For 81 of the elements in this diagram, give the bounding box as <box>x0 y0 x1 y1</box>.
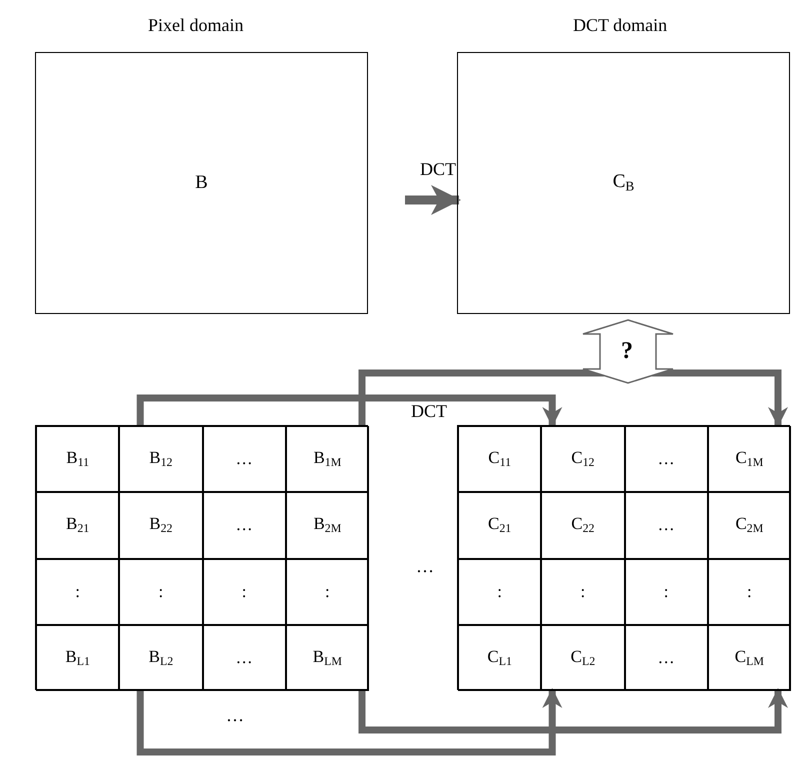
ellipsis-label: … <box>226 705 244 726</box>
block-label: C$_{L2}$ <box>570 646 596 669</box>
matrix-cell <box>708 492 791 558</box>
block-label: C$_{LM}$ <box>734 646 764 669</box>
block-label: … <box>658 515 675 536</box>
block-label: C$_{2M}$ <box>735 514 764 536</box>
matrix-cell <box>286 492 369 558</box>
block-label: B$_{L2}$ <box>148 646 174 669</box>
column-heading: Pixel domain <box>148 15 244 36</box>
block-label: B$_{12}$ <box>149 448 172 470</box>
block-label: C$_{12}$ <box>571 448 594 470</box>
block-label: C$_{22}$ <box>571 514 594 536</box>
block-box <box>457 52 790 314</box>
arrow <box>136 688 562 756</box>
matrix-cell <box>541 624 624 691</box>
block-label: … <box>658 648 675 668</box>
block-label: : <box>158 582 164 602</box>
block-label: … <box>236 648 253 668</box>
block-label: : <box>664 582 668 602</box>
block-label: B <box>195 172 208 194</box>
block-label: B$_{L1}$ <box>65 646 90 669</box>
matrix-cell <box>119 624 202 691</box>
matrix-cell <box>286 426 369 492</box>
matrix-cell <box>36 492 120 558</box>
matrix-cell <box>624 492 708 558</box>
matrix-cell <box>458 624 542 691</box>
block-label: B$_{2M}$ <box>313 514 342 536</box>
matrix-cell <box>624 426 708 492</box>
block-label: : <box>325 582 330 602</box>
matrix-cell <box>541 492 624 558</box>
matrix-cell <box>286 624 369 691</box>
matrix-cell <box>119 426 202 492</box>
block-label: : <box>75 582 80 602</box>
block-label: … <box>236 515 253 536</box>
ellipsis-label: … <box>416 556 434 577</box>
matrix-cell <box>202 426 286 492</box>
block-label: B$_{LM}$ <box>312 646 342 669</box>
column-heading: DCT domain <box>573 15 668 36</box>
block-label: : <box>747 582 752 602</box>
matrix-cell <box>708 426 791 492</box>
double-arrow <box>582 319 674 384</box>
matrix-cell <box>36 558 120 625</box>
matrix-cell <box>458 492 542 558</box>
block-label: : <box>242 582 246 602</box>
block-label: C$_{1M}$ <box>735 448 764 470</box>
matrix-cell <box>541 558 624 625</box>
block-label: : <box>580 582 586 602</box>
matrix-cell <box>202 492 286 558</box>
block-label: … <box>658 449 675 470</box>
matrix-cell <box>458 426 542 492</box>
arrow <box>136 394 562 427</box>
matrix-cell <box>708 624 791 691</box>
block-label: B$_{21}$ <box>66 514 90 536</box>
matrix-cell <box>624 624 708 691</box>
matrix-cell <box>458 558 542 625</box>
block-label: C$_{21}$ <box>488 514 512 536</box>
matrix-cell <box>708 558 791 625</box>
arrow <box>358 370 788 427</box>
matrix-cell <box>202 624 286 691</box>
block-grid <box>35 425 368 690</box>
block-label: B$_{1M}$ <box>313 448 342 470</box>
block-box <box>35 52 368 314</box>
matrix-cell <box>286 558 369 625</box>
matrix-cell <box>624 558 708 625</box>
arrow <box>405 185 461 215</box>
matrix-cell <box>119 492 202 558</box>
block-label: C$_{L1}$ <box>487 646 512 669</box>
matrix-cell <box>36 426 120 492</box>
block-label: : <box>497 582 502 602</box>
block-grid <box>457 425 790 690</box>
block-label: … <box>236 449 253 470</box>
block-label: B$_{22}$ <box>149 514 172 536</box>
block-label: C$_{B}$ <box>612 171 634 195</box>
arrow <box>358 688 788 734</box>
edge-label: ? <box>621 338 633 362</box>
matrix-cell <box>36 624 120 691</box>
block-label: C$_{11}$ <box>488 448 512 470</box>
matrix-cell <box>119 558 202 625</box>
block-label: B$_{11}$ <box>66 448 90 470</box>
matrix-cell <box>541 426 624 492</box>
matrix-cell <box>202 558 286 625</box>
